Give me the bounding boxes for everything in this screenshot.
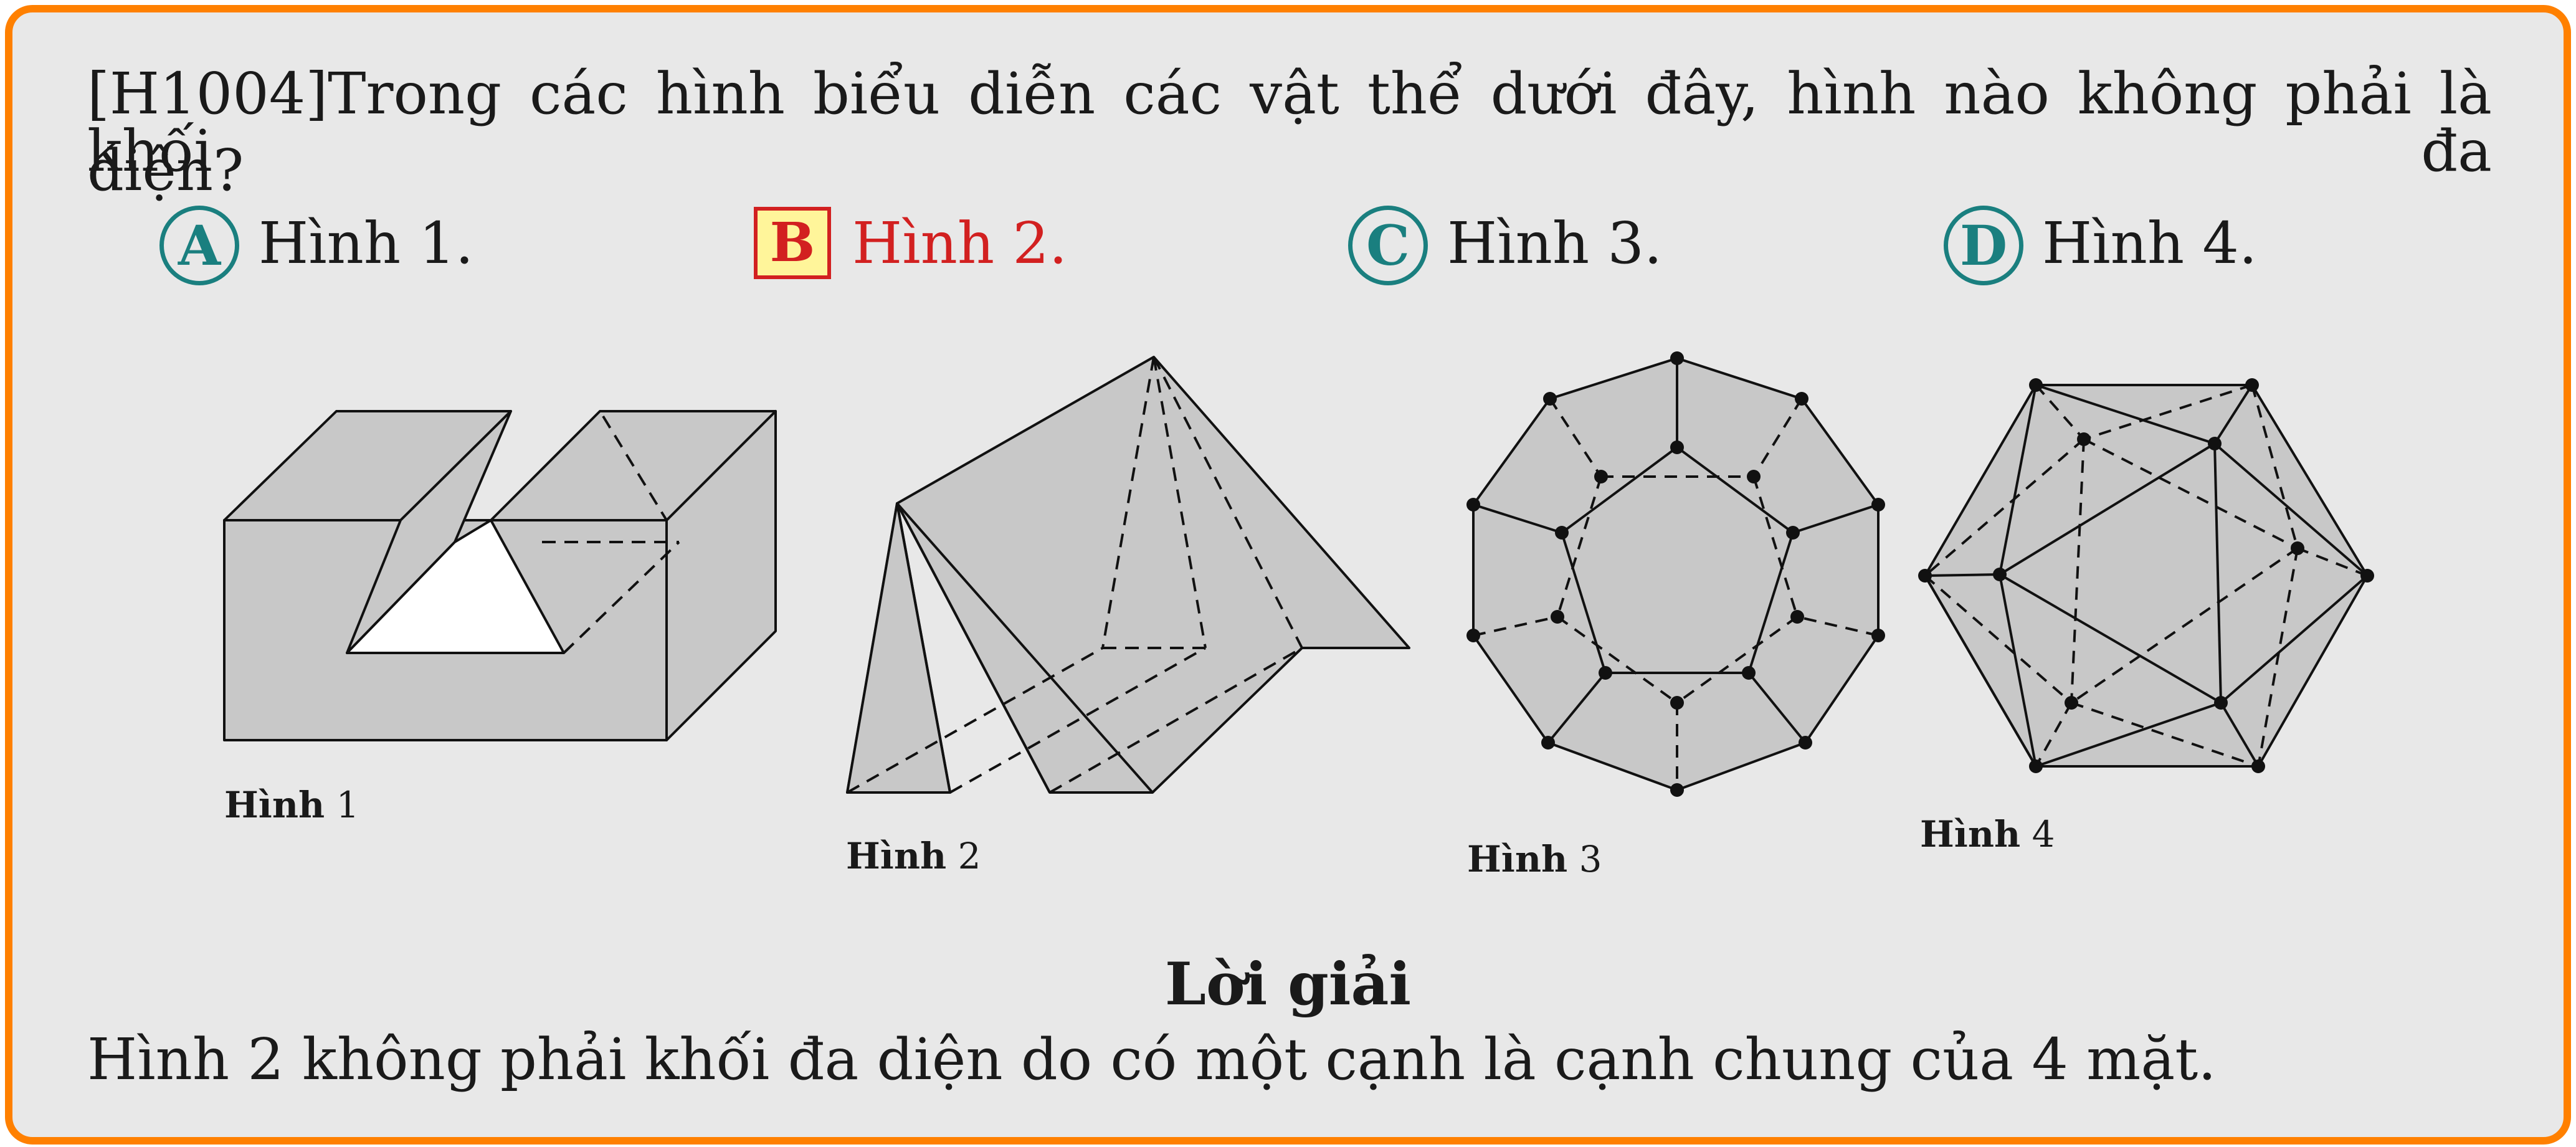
question-text-line1: [H1004]Trong các hình biểu diễn các vật … [87,60,2492,184]
figure-4-icosahedron [1918,378,2374,773]
figure-3-caption: Hình 3 [1467,838,1602,880]
question-text-line2: diện? [87,137,244,204]
option-d-label[interactable]: Hình 4. [2042,210,2258,277]
figure-1-u-block [223,410,777,741]
option-c-label[interactable]: Hình 3. [1447,210,1663,277]
option-b-marker[interactable]: B [754,207,831,279]
solution-title: Lời giải [1164,950,1412,1019]
option-b-label[interactable]: Hình 2. [852,210,1068,277]
option-c-marker[interactable]: C [1348,206,1428,285]
figure-2-shared-edge-solid [846,356,1410,794]
figure-3-dodecahedron [1466,351,1885,797]
option-d-marker[interactable]: D [1944,206,2023,285]
option-a-marker[interactable]: A [159,206,239,285]
figure-1-caption: Hình 1 [224,784,359,826]
option-a-label[interactable]: Hình 1. [259,210,474,277]
figure-2-caption: Hình 2 [846,835,981,877]
figure-4-caption: Hình 4 [1920,813,2055,855]
solution-text: Hình 2 không phải khối đa diện do có một… [87,1026,2217,1093]
